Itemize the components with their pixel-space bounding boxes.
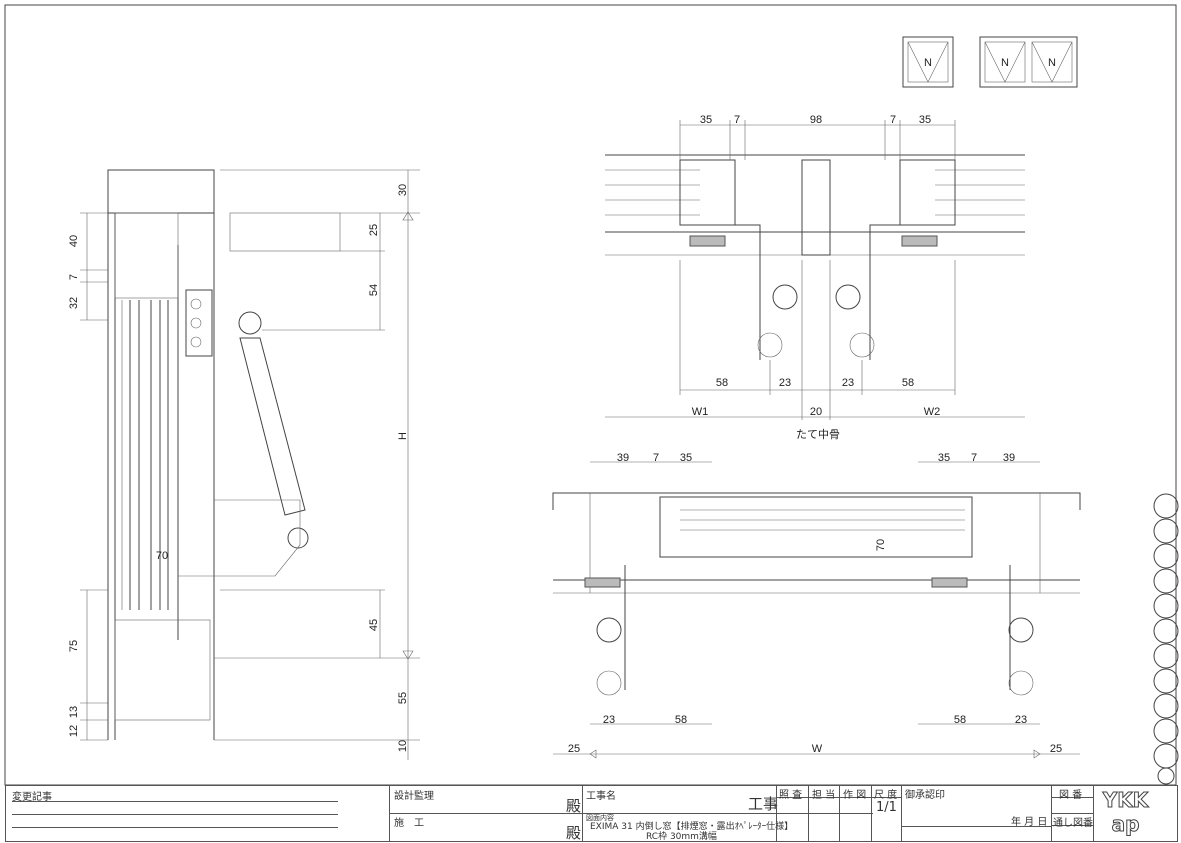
svg-text:H: H [397,432,409,440]
project-name-label: 工事名 [586,791,616,802]
svg-text:75: 75 [68,640,80,652]
date-label: 年 月 日 [1011,817,1048,828]
svg-text:54: 54 [368,284,380,296]
svg-text:70: 70 [156,550,168,562]
svg-text:たて中骨: たて中骨 [796,428,840,441]
svg-text:58: 58 [954,714,966,726]
horizontal-section: 39 7 35 35 7 39 70 23 58 58 23 25 W 25 [552,452,1081,759]
title-block: 変更記事 設計監理 殿 施 工 殿 工事名 工事 図面内容 EXIMA 31 内… [5,785,1178,842]
revision-label: 変更記事 [12,792,52,803]
drawing-content-line2: RC枠 30mm溝幅 [646,832,717,842]
svg-text:W1: W1 [692,406,709,418]
scale-label: 尺 度 [874,790,898,801]
svg-text:N: N [1001,57,1009,69]
svg-text:25: 25 [1050,743,1062,755]
svg-text:40: 40 [68,235,80,247]
svg-text:98: 98 [810,114,822,126]
svg-text:58: 58 [902,377,914,389]
svg-text:35: 35 [680,452,692,464]
drawing-no-label: 図 番 [1059,790,1083,801]
svg-text:7: 7 [734,114,740,126]
svg-text:7: 7 [971,452,977,464]
svg-text:7: 7 [68,274,80,280]
svg-text:N: N [1048,57,1056,69]
svg-text:25: 25 [368,224,380,236]
check-label: 照 査 [779,790,803,801]
svg-text:25: 25 [568,743,580,755]
svg-text:58: 58 [675,714,687,726]
supervisor-label: 設計監理 [394,791,434,802]
svg-text:W: W [812,743,823,755]
svg-text:7: 7 [890,114,896,126]
mullion-section: 35 7 98 7 35 58 23 23 58 W1 20 W2 たて中骨 [605,114,1025,441]
svg-text:7: 7 [653,452,659,464]
window-symbol-double: N N [979,36,1078,88]
svg-text:20: 20 [810,406,822,418]
approval-label: 御承認印 [905,790,945,801]
scale-value: 1/1 [876,800,897,815]
operator-arm [239,337,306,516]
svg-text:23: 23 [1015,714,1027,726]
charge-label: 担 当 [812,790,836,801]
svg-text:39: 39 [617,452,629,464]
svg-text:23: 23 [603,714,615,726]
draft-label: 作 図 [843,790,867,801]
svg-text:55: 55 [397,692,409,704]
drawing-content-label: 図面内容 [586,814,614,822]
drawing-border [4,4,1177,786]
svg-text:23: 23 [842,377,854,389]
drawing-content-line1: EXIMA 31 内倒し窓【排煙窓・露出ｵﾍﾟﾚｰﾀｰ仕様】 [590,822,794,832]
serial-no-label: 通し図番 [1053,818,1093,829]
reference-circles [1153,493,1179,785]
svg-text:30: 30 [397,184,409,196]
svg-text:35: 35 [919,114,931,126]
svg-text:70: 70 [875,539,887,551]
svg-text:10: 10 [397,740,409,752]
project-suffix: 工事 [748,795,779,813]
svg-text:58: 58 [716,377,728,389]
contractor-label: 施 工 [394,818,424,829]
window-symbol-single: N [902,36,954,88]
svg-text:32: 32 [68,297,80,309]
svg-text:N: N [924,57,932,69]
svg-text:13: 13 [68,706,80,718]
honorific-2: 殿 [566,824,582,842]
honorific-1: 殿 [566,797,582,815]
svg-text:45: 45 [368,619,380,631]
svg-text:35: 35 [700,114,712,126]
svg-text:W2: W2 [924,406,941,418]
svg-text:12: 12 [68,725,80,737]
svg-text:35: 35 [938,452,950,464]
ykk-ap-logo: YKK ap [1102,788,1149,837]
svg-text:23: 23 [779,377,791,389]
operator-bracket [185,289,213,357]
vertical-section: 40 7 32 75 13 12 30 25 54 H 45 55 10 70 [68,169,420,760]
svg-text:39: 39 [1003,452,1015,464]
hinge-link [229,212,341,252]
